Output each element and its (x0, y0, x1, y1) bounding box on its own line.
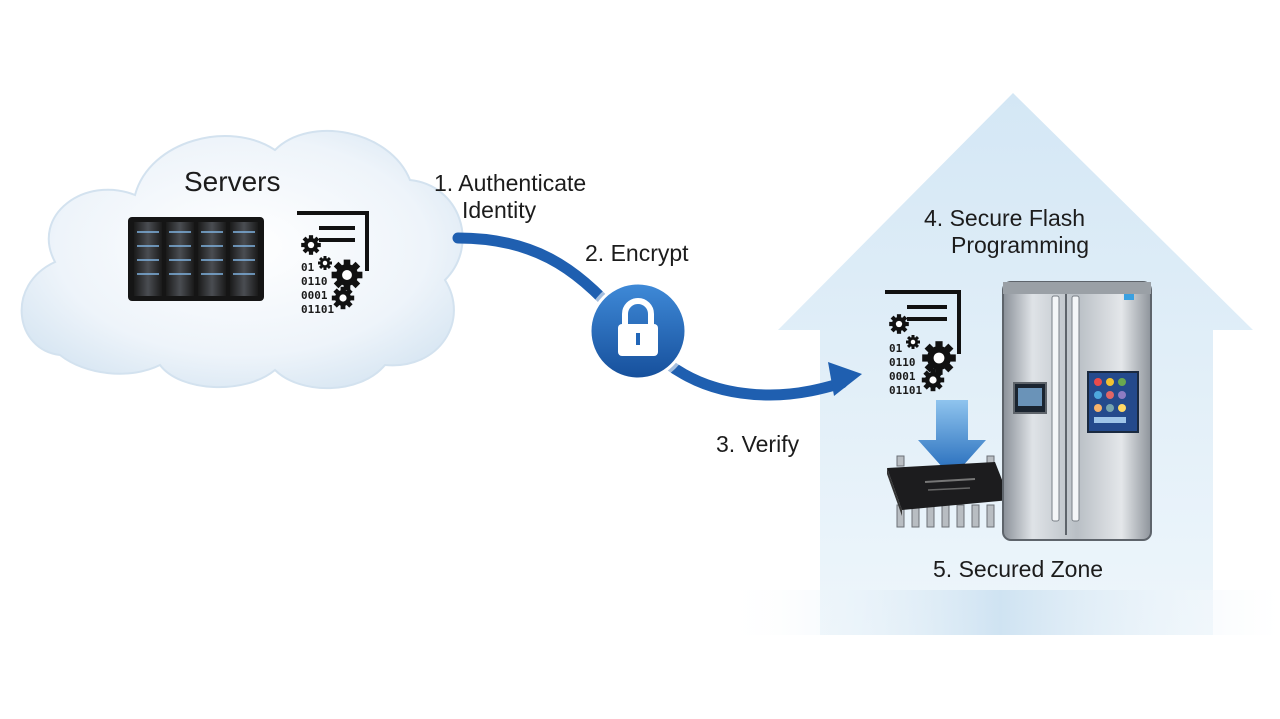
step-verify-label: 3. Verify (716, 431, 800, 457)
refrigerator-icon (1002, 281, 1152, 541)
binary-row: 01101 (889, 384, 922, 397)
step-secured-zone-label: 5. Secured Zone (933, 556, 1104, 582)
microcontroller-chip-icon (887, 455, 1010, 528)
binary-row: 0110 (889, 356, 916, 369)
binary-row: 01 (301, 261, 315, 274)
step-secure-flash-label: 4. Secure Flash Programming (924, 205, 1090, 258)
step-encrypt-label: 2. Encrypt (585, 240, 689, 266)
house-secured-zone (720, 93, 1280, 635)
binary-row: 01 (889, 342, 903, 355)
server-rack-icon (128, 217, 264, 301)
firmware-code-icon: 01 0110 0001 01101 (885, 290, 961, 397)
firmware-code-icon: 01 0110 0001 01101 (297, 211, 369, 316)
binary-row: 01101 (301, 303, 334, 316)
binary-row: 0001 (301, 289, 328, 302)
binary-row: 0110 (301, 275, 328, 288)
cloud-title: Servers (184, 166, 281, 197)
house-floor (720, 590, 1280, 635)
lock-icon (585, 278, 691, 384)
download-arrow-icon (918, 400, 986, 478)
step-authenticate-label: 1. Authenticate Identity (434, 170, 587, 223)
binary-row: 0001 (889, 370, 916, 383)
